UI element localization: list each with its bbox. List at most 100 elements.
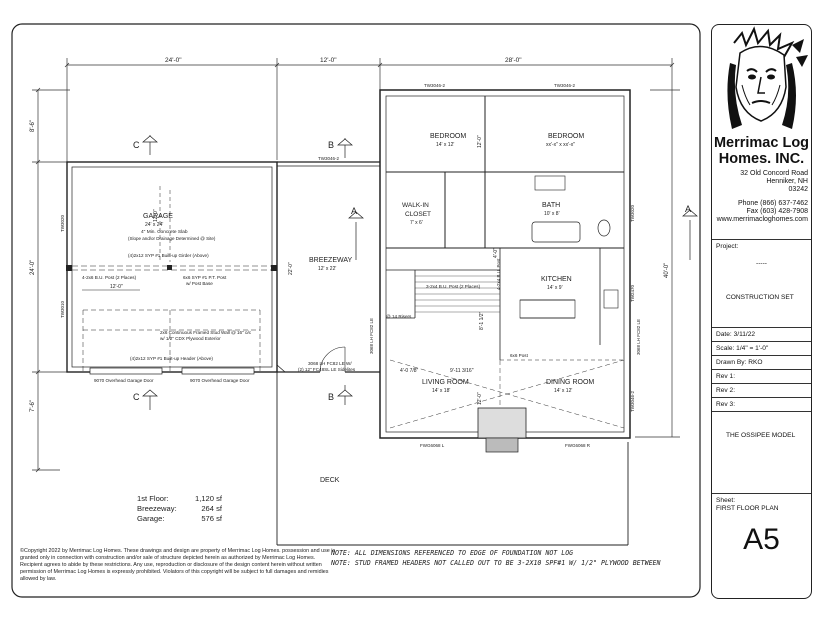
stair-treads xyxy=(415,275,500,313)
breezeway-walls xyxy=(277,161,380,373)
bedroom1-size: 14' x 12' xyxy=(436,142,454,148)
note-2: NOTE: STUD FRAMED HEADERS NOT CALLED OUT… xyxy=(331,559,661,567)
garage-note2: (Slope and/or Drainage Determined @ Site… xyxy=(128,236,216,241)
breezeway-size: 12' x 22' xyxy=(318,266,336,272)
rev1-cell: Rev 1: xyxy=(712,369,811,384)
window-bath: TW3020 xyxy=(630,204,635,222)
project-cell: Project: ----- CONSTRUCTION SET xyxy=(712,239,811,328)
project-value: ----- xyxy=(756,260,767,267)
section-c-top: C xyxy=(133,140,140,150)
drawn-by-text: Drawn By: RKO xyxy=(716,359,763,366)
bath-name: BATH xyxy=(542,202,560,209)
company-fax: Fax (603) 428-7908 xyxy=(746,208,808,215)
pt-post-note: 6x6 SYP #1 P.T. Post xyxy=(183,275,227,280)
rev2-text: Rev 2: xyxy=(716,387,736,394)
sheet-cell: Sheet: FIRST FLOOR PLAN xyxy=(712,493,811,598)
model-text: THE OSSIPEE MODEL xyxy=(726,432,796,439)
garage-size: 24' x 24' xyxy=(145,222,163,228)
breezeway-door-v: 3068 LH FC82 LE xyxy=(369,318,374,354)
right-dimension-line xyxy=(635,89,680,438)
area-breezeway-label: Breezeway: xyxy=(137,504,177,513)
kitchen-size: 14' x 9' xyxy=(547,285,563,291)
top-dimension-lines xyxy=(64,58,675,170)
sheet-title: FIRST FLOOR PLAN xyxy=(716,505,779,512)
dim-kitchen-b: 8'-1 1/2" xyxy=(479,311,485,330)
company-info: 32 Old Concord Road Henniker, NH 03242 P… xyxy=(712,170,808,224)
section-b-bottom: B xyxy=(328,392,334,402)
garage-post-center xyxy=(167,265,172,270)
risers-note: @ 14 Risers xyxy=(386,314,412,319)
stud-wall-note1: 2x6 Continuous Framed Stud Wall @ 16" o/… xyxy=(160,330,252,335)
bedroom2-name: BEDROOM xyxy=(548,133,584,140)
dim-left-lower: 7'-6" xyxy=(30,400,36,412)
garage-door-label-1: 9070 Overhead Garage Door xyxy=(94,378,154,383)
dim-left-upper: 8'-6" xyxy=(30,120,36,132)
garage-door-2 xyxy=(181,367,255,375)
company-name: Merrimac Log Homes. INC. xyxy=(712,135,811,167)
company-name-line1: Merrimac Log xyxy=(713,135,810,151)
address-line2: Henniker, NH xyxy=(766,178,808,185)
breezeway-window: TW3046-2 xyxy=(318,156,340,161)
bu-post-note: 4-2x6 B.U. Post (2 Places) xyxy=(82,275,137,280)
door-right: 3068 LH FC82 LE xyxy=(636,319,641,355)
area-garage-value: 576 sf xyxy=(201,514,222,523)
garage-post-right xyxy=(271,265,277,271)
rev1-text: Rev 1: xyxy=(716,373,736,380)
address-line3: 03242 xyxy=(788,186,808,193)
rev2-cell: Rev 2: xyxy=(712,383,811,398)
window-dining: TW3046-2 xyxy=(630,390,635,412)
fireplace-hearth xyxy=(485,437,519,453)
company-name-line2: Homes. INC. xyxy=(718,151,805,167)
stud-wall-note2: w/ 1/2" CDX Plywood Exterior xyxy=(160,336,221,341)
walkin-name2: CLOSET xyxy=(405,211,431,218)
model-cell: THE OSSIPEE MODEL xyxy=(712,411,811,494)
area-first-floor-label: 1st Floor: xyxy=(137,494,169,503)
kitchen-post-note: 4-2x4 B.U. Post xyxy=(496,258,501,290)
dim-top-2: 12'-0" xyxy=(320,57,337,64)
bathtub xyxy=(531,221,581,243)
dim-top-3: 28'-0" xyxy=(505,57,522,64)
title-block: Merrimac Log Homes. INC. 32 Old Concord … xyxy=(711,24,812,599)
garage-inner-dim: 12'-0" xyxy=(110,284,123,290)
dim-kitchen-a: 4'-0" xyxy=(493,248,499,258)
scale-text: Scale: 1/4" = 1'-0" xyxy=(716,345,769,352)
dim-living-side: 12'-0" xyxy=(477,392,483,405)
note-1: NOTE: ALL DIMENSIONS REFERENCED TO EDGE … xyxy=(331,549,574,557)
project-label: Project: xyxy=(716,243,739,250)
sheet-border xyxy=(11,23,701,598)
company-phone: Phone (866) 637-7462 xyxy=(737,200,808,207)
area-breezeway-value: 264 sf xyxy=(201,504,222,513)
rev3-cell: Rev 3: xyxy=(712,397,811,412)
dim-left-middle: 24'-0" xyxy=(30,260,36,275)
window-bedroom2: TW3046-2 xyxy=(554,83,576,88)
kitchen-name: KITCHEN xyxy=(541,276,572,283)
breezeway-dim: 22'-0" xyxy=(288,262,294,275)
section-a-right: A xyxy=(685,204,691,214)
rev3-text: Rev 3: xyxy=(716,401,736,408)
garage-post-left xyxy=(66,265,72,271)
breezeway-door-1: 3068 LH FC82 LE W/ xyxy=(308,361,352,366)
living-size: 14' x 18' xyxy=(432,388,450,394)
garage-note1: 4" Min. Concrete Slab xyxy=(141,229,188,235)
toilet xyxy=(597,219,611,237)
dim-right: 40'-0" xyxy=(664,263,670,278)
window-kitchen: TW2470 xyxy=(630,284,635,302)
post-6x6-note: 6x6 Post xyxy=(510,353,529,358)
dining-name: DINING ROOM xyxy=(546,379,594,386)
sheet-label: Sheet: xyxy=(716,497,736,504)
deck-name: DECK xyxy=(320,477,340,484)
section-a-left: A xyxy=(351,206,357,216)
vanity xyxy=(534,175,566,191)
drawn-by-cell: Drawn By: RKO xyxy=(712,355,811,370)
section-markers xyxy=(142,135,698,410)
dim-bedroom-side: 12'-0" xyxy=(477,135,483,148)
range xyxy=(603,289,619,309)
garage-door-1 xyxy=(89,367,163,375)
sheet-number: A5 xyxy=(743,523,780,556)
fwg-left: FWG6068 L xyxy=(420,443,445,448)
living-name: LIVING ROOM xyxy=(422,379,469,386)
breezeway-door-2: (2) 12" FC48SL LE Sidelites xyxy=(298,367,356,372)
general-notes: NOTE: ALL DIMENSIONS REFERENCED TO EDGE … xyxy=(331,548,661,568)
garage-door-label-2: 9070 Overhead Garage Door xyxy=(190,378,250,383)
